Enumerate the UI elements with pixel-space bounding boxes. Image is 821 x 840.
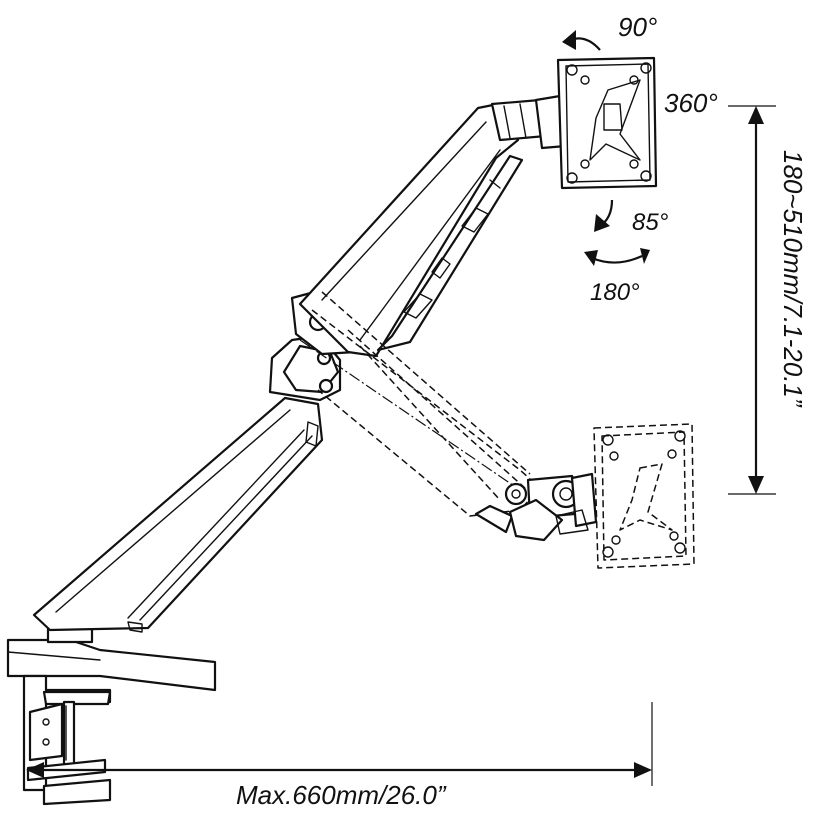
height-range-label: 180~510mm/7.1-20.1” bbox=[778, 150, 808, 408]
lowered-arm-dashed bbox=[299, 291, 541, 534]
upper-tilt-head bbox=[490, 94, 568, 150]
max-extension-label: Max.660mm/26.0” bbox=[236, 780, 447, 810]
rotation-label: 360° bbox=[664, 88, 718, 118]
tilt-down-label: 85° bbox=[632, 209, 669, 236]
swivel-arrow bbox=[584, 248, 650, 266]
tilt-down-arrow bbox=[594, 199, 614, 232]
tilt-up-arrow bbox=[562, 30, 601, 51]
lower-tilt-head bbox=[508, 472, 598, 542]
upper-vesa-plate bbox=[556, 56, 658, 190]
lower-vesa-plate bbox=[593, 423, 695, 569]
upper-arm bbox=[298, 102, 524, 358]
desk-clamp bbox=[6, 626, 217, 806]
swivel-label: 180° bbox=[590, 279, 640, 306]
tilt-up-label: 90° bbox=[618, 12, 657, 42]
lower-arm bbox=[32, 396, 324, 633]
height-dimension bbox=[728, 105, 776, 495]
extension-dimension bbox=[26, 702, 653, 786]
